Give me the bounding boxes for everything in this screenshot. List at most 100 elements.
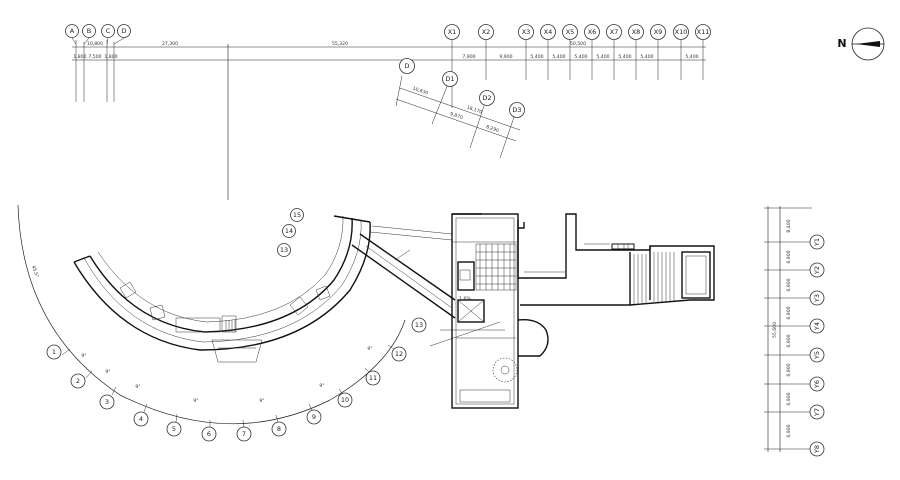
- grid-bubble: 12: [391, 346, 407, 362]
- svg-text:1: 1: [52, 348, 56, 356]
- svg-text:X7: X7: [610, 28, 619, 36]
- grid-bubble: 13: [411, 317, 427, 333]
- grid-bubble: Y7: [809, 404, 825, 420]
- dim-text: 5,400: [596, 54, 609, 60]
- svg-text:15: 15: [293, 211, 301, 219]
- dim-text: 6,900: [786, 424, 792, 437]
- grid-bubble: 10: [337, 392, 353, 408]
- grid-bubble: X5: [562, 24, 578, 40]
- dim-text: 8,290: [485, 124, 499, 134]
- grid-bubble: X6: [584, 24, 600, 40]
- dim-text: 6,900: [786, 250, 792, 263]
- svg-text:11: 11: [369, 374, 377, 382]
- core-grid-tiles: [476, 244, 516, 290]
- dim-text: 7,500: [88, 54, 101, 60]
- right-grid: 8,400 6,900 6,900 6,900 6,900 6,900 6,90…: [764, 206, 825, 457]
- grid-bubble: D3: [509, 102, 525, 118]
- svg-text:7: 7: [242, 430, 246, 438]
- dim-text: 55,600: [772, 322, 778, 338]
- grid-bubble: Y3: [809, 290, 825, 306]
- grid-bubble: 13: [277, 243, 291, 257]
- grid-bubble: X9: [650, 24, 666, 40]
- svg-text:X11: X11: [697, 28, 710, 36]
- dim-text: 18,170: [466, 105, 483, 116]
- grid-bubble: Y8: [809, 441, 825, 457]
- curved-building: [73, 215, 371, 363]
- svg-text:2: 2: [76, 377, 80, 385]
- grid-bubble: 15: [290, 208, 304, 222]
- dim-text: 6,900: [786, 334, 792, 347]
- dim-text: 6,900: [786, 363, 792, 376]
- svg-text:Y7: Y7: [813, 408, 821, 417]
- grid-bubble: Y2: [809, 262, 825, 278]
- dim-text: 9,870: [449, 111, 463, 121]
- stair-lines: [225, 320, 236, 332]
- grid-bubble: 6: [201, 426, 217, 442]
- angle-text: 9°: [81, 353, 86, 359]
- grid-bubble: Y4: [809, 318, 825, 334]
- svg-text:X2: X2: [482, 28, 491, 36]
- svg-text:8: 8: [277, 425, 281, 433]
- grid-bubble: D2: [479, 90, 495, 106]
- grid-bubble: C: [101, 24, 115, 38]
- dim-text: 27,300: [162, 41, 178, 47]
- svg-text:X9: X9: [654, 28, 663, 36]
- grid-bubble: B: [82, 24, 96, 38]
- grid-bubble: X1: [444, 24, 460, 40]
- svg-text:A: A: [70, 27, 75, 35]
- angle-text: 9°: [367, 346, 372, 352]
- dim-text: 5,400: [640, 54, 653, 60]
- svg-text:D2: D2: [482, 94, 491, 102]
- svg-text:C: C: [106, 27, 111, 35]
- grid-bubble: X11: [695, 24, 711, 40]
- grid-bubble: 7: [236, 426, 252, 442]
- right-wing: [517, 213, 715, 357]
- svg-text:9: 9: [312, 413, 316, 421]
- svg-text:X8: X8: [632, 28, 641, 36]
- svg-text:Y3: Y3: [813, 294, 821, 303]
- dim-text: 6,900: [786, 392, 792, 405]
- svg-text:Y4: Y4: [813, 322, 821, 331]
- wide-stair-treads: [633, 252, 675, 304]
- grid-bubble: 5: [166, 421, 182, 437]
- grid-bubble: Y5: [809, 347, 825, 363]
- top-dimension-lines: [71, 37, 706, 200]
- svg-text:X6: X6: [588, 28, 597, 36]
- svg-text:D3: D3: [512, 106, 521, 114]
- spiral-stair-icon: [492, 357, 518, 383]
- svg-text:Y5: Y5: [813, 351, 821, 360]
- dim-text: 5,400: [574, 54, 587, 60]
- dim-text: 10,800: [87, 41, 103, 47]
- svg-text:10: 10: [341, 396, 349, 404]
- arc-dim-text: 45.5°: [30, 265, 40, 279]
- grid-bubble: X7: [606, 24, 622, 40]
- grid-bubble: 9: [306, 409, 322, 425]
- svg-text:4: 4: [139, 415, 143, 423]
- radial-grid-bubbles: 1 2 3 4 5 6 7 8 9 10 11 12 13: [46, 317, 427, 442]
- svg-text:Y8: Y8: [813, 445, 821, 454]
- svg-text:D: D: [121, 27, 126, 35]
- svg-text:6: 6: [207, 430, 211, 438]
- svg-text:B: B: [87, 27, 91, 35]
- angled-grid: D D1 D2 D3 10,830 18,170 9,870 8,290: [395, 58, 525, 159]
- grid-bubble: Y1: [809, 234, 825, 250]
- dim-text: 5,400: [618, 54, 631, 60]
- dim-text: 55,320: [332, 41, 348, 47]
- dim-text: 7,900: [462, 54, 475, 60]
- svg-text:X3: X3: [522, 28, 531, 36]
- grid-bubble: X8: [628, 24, 644, 40]
- dim-text: 8,400: [786, 219, 792, 232]
- dim-text: 6,900: [786, 306, 792, 319]
- grid-bubble: D: [399, 58, 415, 74]
- grid-bubble: 1: [46, 344, 62, 360]
- dim-text: 1,800: [104, 54, 117, 60]
- angle-text: 9°: [193, 398, 198, 404]
- upper-radial-bubbles: 13 14 15: [277, 208, 304, 257]
- grid-bubble: X2: [478, 24, 494, 40]
- grid-bubble: X4: [540, 24, 556, 40]
- grid-bubble: Y6: [809, 376, 825, 392]
- dim-text: 5,400: [530, 54, 543, 60]
- dim-text: 9,900: [499, 54, 512, 60]
- central-core: [451, 213, 519, 409]
